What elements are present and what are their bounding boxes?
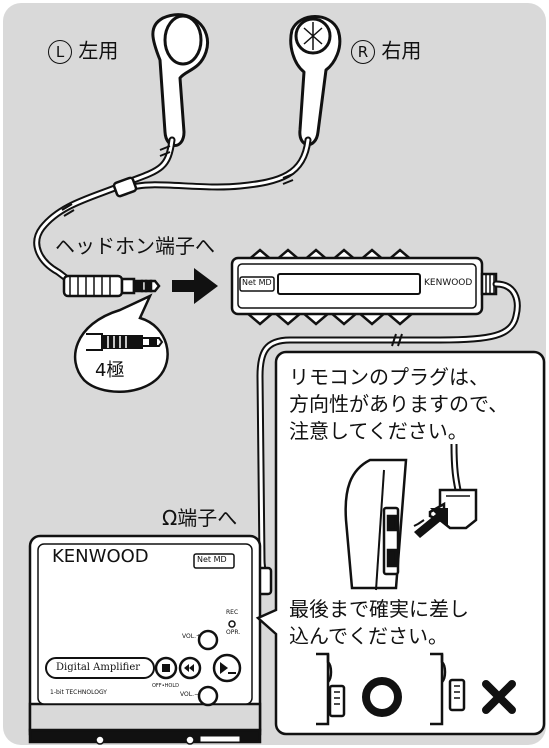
plug-poles-label: 4極 <box>95 360 125 381</box>
right-earphone-label: R 右用 <box>351 40 421 64</box>
hold-label: OFF•HOLD <box>152 683 179 689</box>
plug-4-pole <box>62 274 161 298</box>
player-tech-text: 1-bit TECHNOLOGY <box>50 689 107 696</box>
tip-box <box>255 350 546 736</box>
plug-callout-icon <box>86 333 164 351</box>
cable-splitter <box>112 176 138 198</box>
opr-label: OPR. <box>226 629 241 636</box>
remote-control <box>230 248 498 326</box>
player-brand: KENWOOD <box>52 546 149 567</box>
vol-up-label: VOL.+ <box>182 633 201 640</box>
right-mark-icon: R <box>351 40 375 64</box>
md-player <box>28 534 262 745</box>
ok-mark-icon <box>362 677 402 717</box>
rec-label: REC <box>226 609 239 616</box>
omega-jack-label: Ω端子へ <box>162 506 238 530</box>
vol-down-label: VOL.− <box>180 691 199 698</box>
ng-mark-icon <box>482 680 516 714</box>
earphone-right <box>289 15 342 146</box>
cable-break-marks <box>61 145 294 217</box>
remote-cable-break <box>391 333 403 347</box>
player-amp-text: Digital Amplifier <box>56 662 141 673</box>
earphone-left <box>151 13 209 147</box>
tip-note-direction: リモコンのプラグは、 方向性がありますので、 注意してください。 <box>289 365 509 443</box>
arrow-right-icon <box>172 268 218 304</box>
tip-note-insert: 最後まで確実に差し 込んでください。 <box>289 597 469 648</box>
tip-remote-illustration <box>344 443 478 591</box>
tip-ok-ng-illustration <box>316 652 466 726</box>
earphone-cables <box>33 136 312 282</box>
left-mark-icon: L <box>48 40 72 64</box>
player-button-glyphs <box>184 662 236 674</box>
remote-brand: KENWOOD <box>424 278 473 288</box>
remote-netmd-badge: Net MD <box>242 278 272 287</box>
player-netmd-badge: Net MD <box>197 555 227 564</box>
headphone-jack-label: ヘッドホン端子へ <box>53 234 217 258</box>
left-earphone-label: L 左用 <box>48 40 118 64</box>
